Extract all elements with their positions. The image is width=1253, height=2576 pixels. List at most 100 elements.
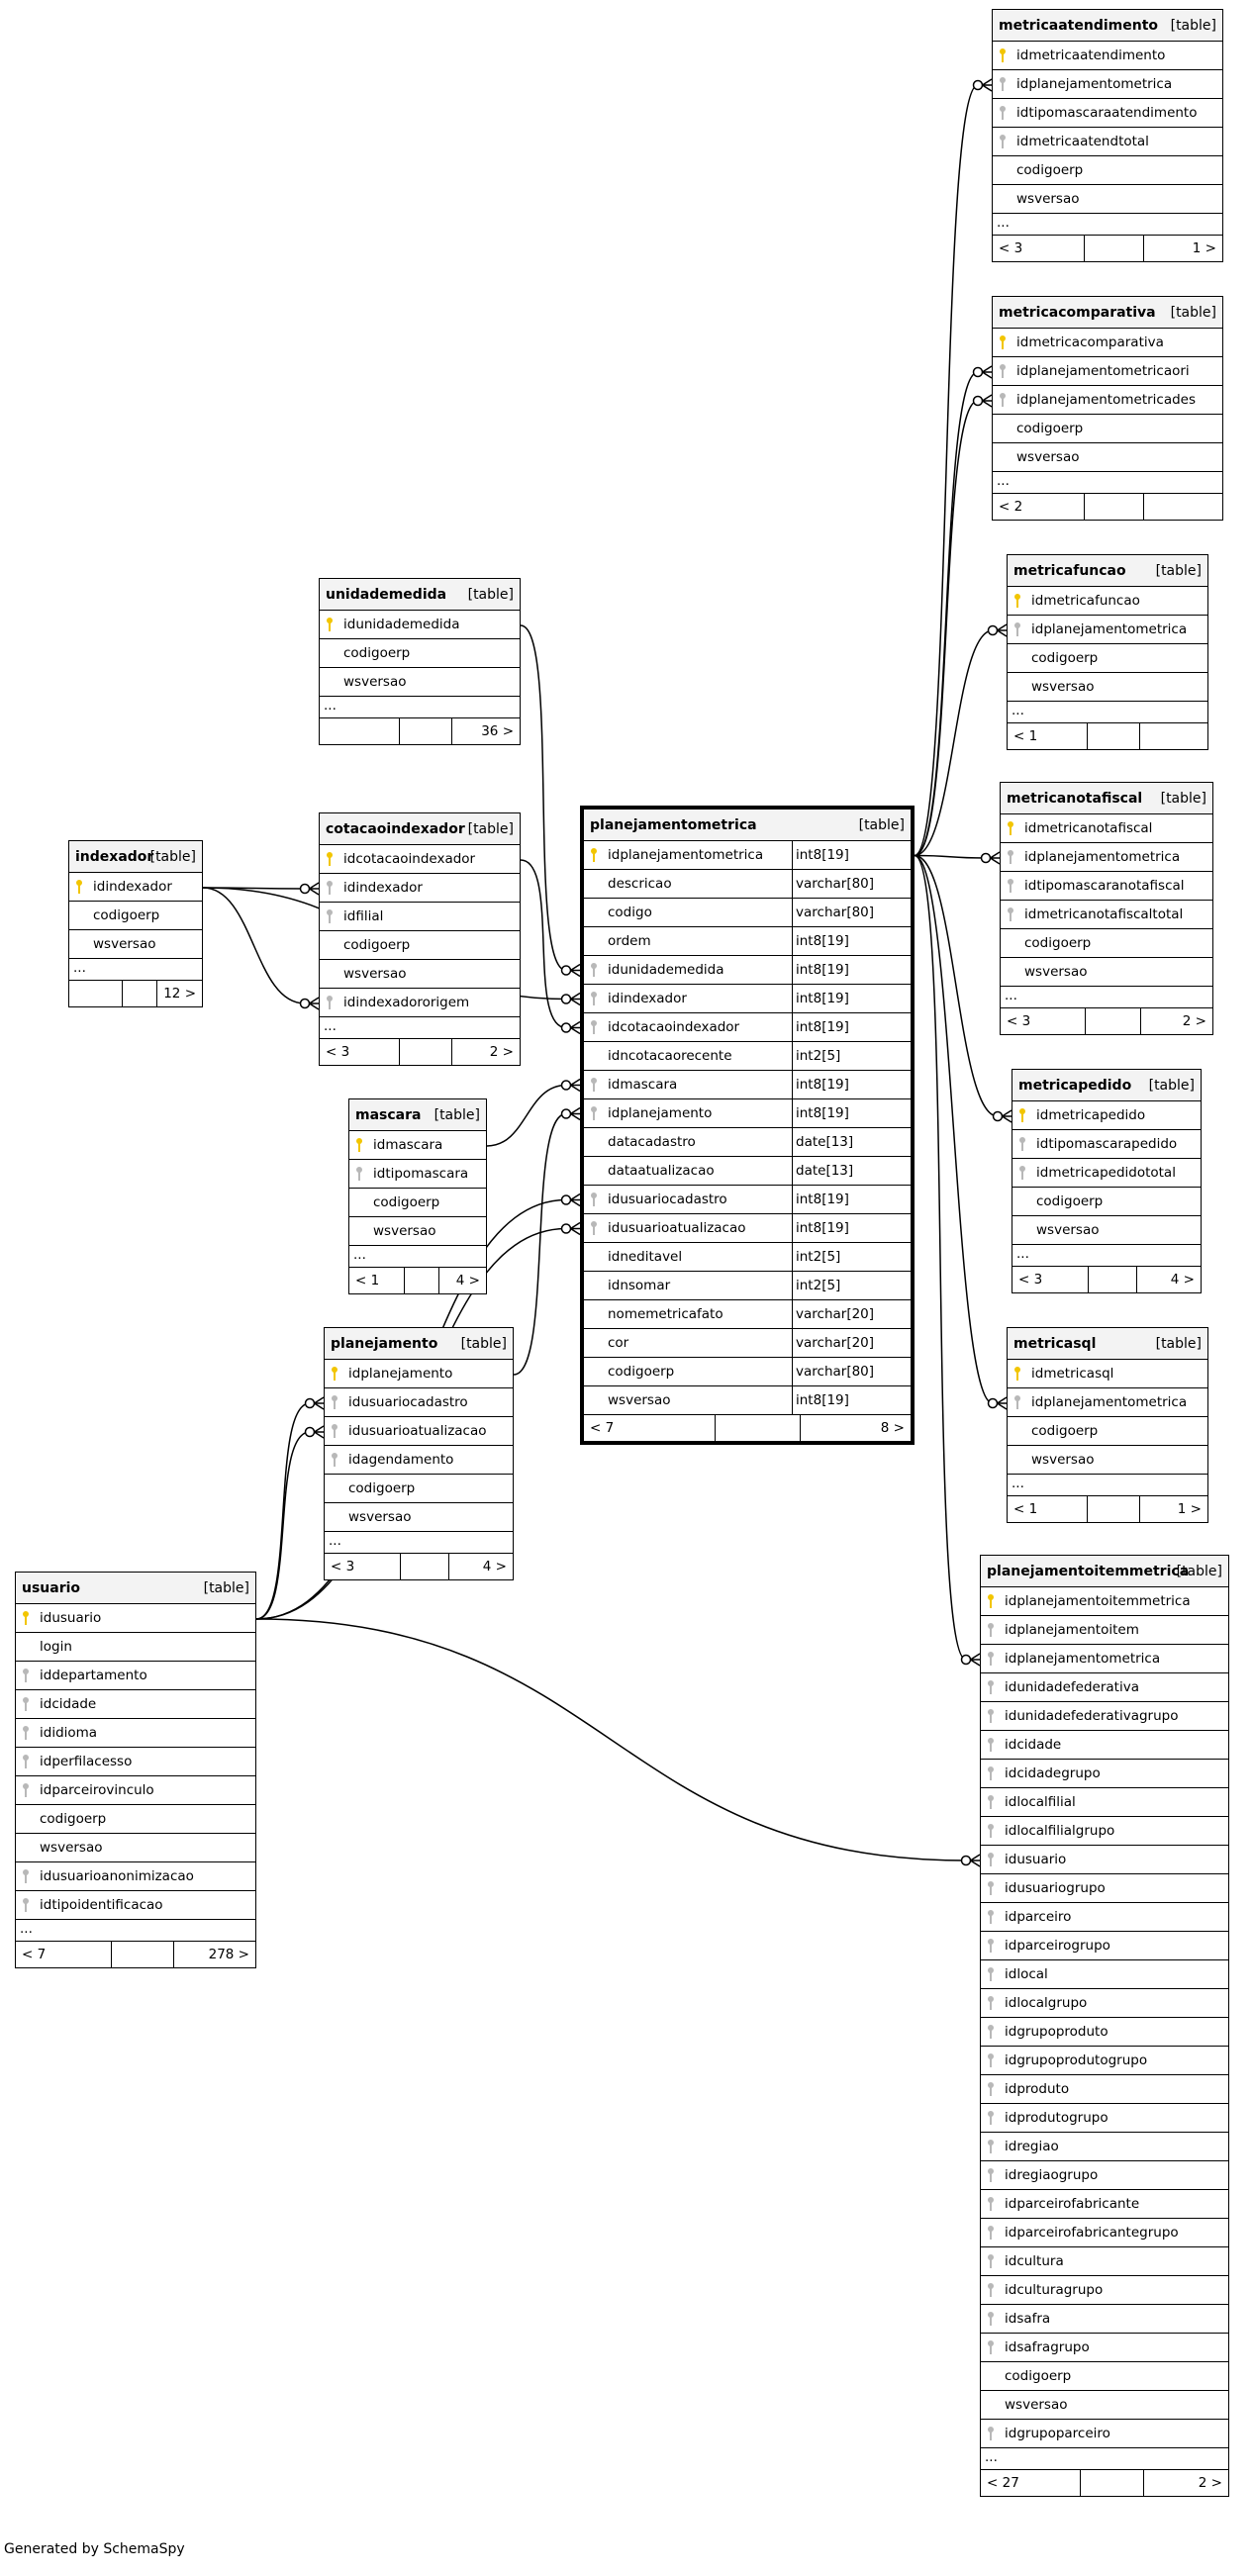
column-row[interactable]: idmetricanotafiscaltotal xyxy=(1001,901,1212,929)
column-row[interactable]: idplanejamentometrica xyxy=(1008,616,1207,644)
column-row[interactable]: idregiao xyxy=(981,2133,1228,2161)
column-row[interactable]: idmetricapedido xyxy=(1012,1101,1201,1130)
column-row[interactable]: login xyxy=(16,1633,255,1662)
column-row[interactable]: idplanejamentoitemmetrica xyxy=(981,1587,1228,1616)
table-header[interactable]: metricaatendimento[table] xyxy=(993,10,1222,42)
table-header[interactable]: unidademedida[table] xyxy=(320,579,520,611)
column-row[interactable]: idusuario xyxy=(981,1846,1228,1874)
child-count[interactable]: 4 > xyxy=(1170,1272,1195,1288)
table-header[interactable]: metricanotafiscal[table] xyxy=(1001,783,1212,814)
column-row[interactable]: codigoerp xyxy=(349,1189,486,1217)
column-row[interactable]: idmetricapedidototal xyxy=(1012,1159,1201,1188)
column-row[interactable]: idplanejamentometrica xyxy=(993,70,1222,99)
column-row[interactable]: idmetricasql xyxy=(1008,1360,1207,1388)
column-row[interactable]: idtipomascara xyxy=(349,1160,486,1189)
column-row[interactable]: idlocal xyxy=(981,1960,1228,1989)
column-row[interactable]: idparceiro xyxy=(981,1903,1228,1932)
table-header[interactable]: cotacaoindexador[table] xyxy=(320,813,520,845)
parent-count[interactable]: < 3 xyxy=(326,1044,350,1060)
table-name[interactable]: metricapedido xyxy=(1018,1078,1132,1094)
column-row[interactable]: idunidadefederativagrupo xyxy=(981,1702,1228,1731)
table-header[interactable]: metricacomparativa[table] xyxy=(993,297,1222,329)
column-row[interactable]: codigoerp xyxy=(1008,1417,1207,1446)
child-count[interactable]: 36 > xyxy=(481,723,514,739)
parent-count[interactable]: < 1 xyxy=(355,1273,380,1288)
column-row[interactable]: codigoerp xyxy=(320,931,520,960)
column-row[interactable]: wsversao xyxy=(325,1503,513,1532)
parent-count[interactable]: < 2 xyxy=(999,499,1023,515)
child-count[interactable]: 278 > xyxy=(208,1947,249,1962)
parent-count[interactable]: < 7 xyxy=(590,1420,615,1436)
table-metricaatendimento[interactable]: metricaatendimento[table]idmetricaatendi… xyxy=(992,9,1223,262)
table-planejamentometrica[interactable]: planejamentometrica[table] idplanejamento… xyxy=(580,806,915,1445)
table-metricanotafiscal[interactable]: metricanotafiscal[table]idmetricanotafis… xyxy=(1000,782,1213,1035)
column-row[interactable]: wsversao xyxy=(320,668,520,697)
column-row[interactable]: idperfilacesso xyxy=(16,1748,255,1776)
column-row[interactable]: idparceirogrupo xyxy=(981,1932,1228,1960)
table-header[interactable]: usuario[table] xyxy=(16,1573,255,1604)
column-row[interactable]: idagendamento xyxy=(325,1446,513,1475)
column-row[interactable]: idparceirovinculo xyxy=(16,1776,255,1805)
column-row[interactable]: idusuariocadastro xyxy=(325,1388,513,1417)
column-row[interactable]: idusuario xyxy=(16,1604,255,1633)
table-name[interactable]: planejamentometrica xyxy=(590,817,757,833)
column-row[interactable]: wsversao xyxy=(993,185,1222,214)
table-header[interactable]: mascara[table] xyxy=(349,1099,486,1131)
table-metricacomparativa[interactable]: metricacomparativa[table]idmetricacompar… xyxy=(992,296,1223,521)
child-count[interactable]: 8 > xyxy=(880,1420,905,1436)
column-row[interactable]: idmetricanotafiscal xyxy=(1001,814,1212,843)
column-row[interactable]: idplanejamento xyxy=(325,1360,513,1388)
column-row[interactable]: codigoerp xyxy=(981,2362,1228,2391)
table-name[interactable]: planejamentoitemmetrica xyxy=(987,1564,1190,1579)
column-row[interactable]: idunidadefederativa xyxy=(981,1673,1228,1702)
column-row[interactable]: idtipomascaranotafiscal xyxy=(1001,872,1212,901)
column-row[interactable]: idtipoidentificacao xyxy=(16,1891,255,1920)
column-row[interactable]: ididioma xyxy=(16,1719,255,1748)
column-row[interactable]: idculturagrupo xyxy=(981,2276,1228,2305)
parent-count[interactable]: < 3 xyxy=(331,1559,355,1574)
table-name[interactable]: usuario xyxy=(22,1580,81,1596)
column-row[interactable]: wsversao xyxy=(981,2391,1228,2420)
column-row[interactable]: idproduto xyxy=(981,2075,1228,2104)
column-row[interactable]: idplanejamentometrica xyxy=(1008,1388,1207,1417)
table-cotacaoindexador[interactable]: cotacaoindexador[table]idcotacaoindexado… xyxy=(319,812,521,1066)
child-count[interactable]: 1 > xyxy=(1192,240,1216,256)
column-row[interactable]: wsversao xyxy=(993,443,1222,472)
column-row[interactable]: idgrupoprodutogrupo xyxy=(981,2047,1228,2075)
parent-count[interactable]: < 7 xyxy=(22,1947,47,1962)
column-row[interactable]: codigoerp xyxy=(320,639,520,668)
column-row[interactable]: idregiaogrupo xyxy=(981,2161,1228,2190)
table-header[interactable]: indexador[table] xyxy=(69,841,202,873)
table-name[interactable]: metricaatendimento xyxy=(999,18,1159,34)
column-row[interactable]: idprodutogrupo xyxy=(981,2104,1228,2133)
column-row[interactable]: wsversao xyxy=(320,960,520,989)
parent-count[interactable]: < 3 xyxy=(1018,1272,1043,1288)
column-row[interactable]: idfilial xyxy=(320,903,520,931)
column-row[interactable]: codigoerp xyxy=(1001,929,1212,958)
table-name[interactable]: metricanotafiscal xyxy=(1007,791,1143,807)
table-header[interactable]: planejamentometrica[table] xyxy=(584,810,911,841)
child-count[interactable]: 2 > xyxy=(1182,1013,1206,1029)
parent-count[interactable]: < 1 xyxy=(1013,728,1038,744)
table-header[interactable]: metricafuncao[table] xyxy=(1008,555,1207,587)
column-row[interactable]: codigoerp xyxy=(993,415,1222,443)
column-row[interactable]: idlocalfilialgrupo xyxy=(981,1817,1228,1846)
column-row[interactable]: idtipomascarapedido xyxy=(1012,1130,1201,1159)
table-name[interactable]: cotacaoindexador xyxy=(326,821,465,837)
child-count[interactable]: 12 > xyxy=(163,986,196,1002)
